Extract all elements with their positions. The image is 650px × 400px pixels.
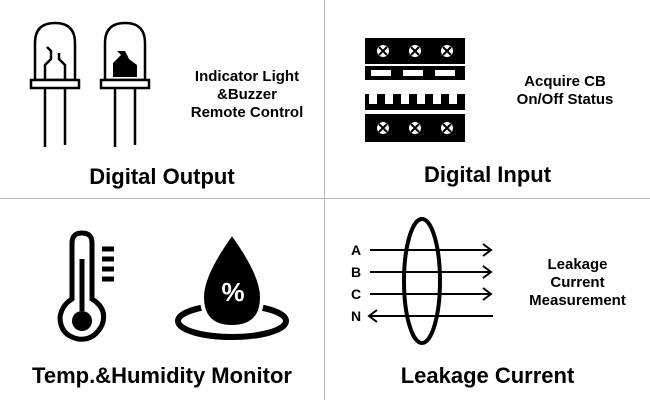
leakage-panel: A B C N Leakage Current Measurement Leak… (325, 199, 650, 400)
horizontal-divider (0, 198, 650, 199)
digital-output-title: Digital Output (89, 164, 235, 189)
vertical-divider (324, 0, 325, 400)
description-line: On/Off Status (516, 91, 614, 108)
digital-output-panel: Indicator Light &Buzzer Remote Control D… (0, 0, 324, 198)
temp-humidity-title: Temp.&Humidity Monitor (32, 363, 292, 388)
digital-output-description: Indicator Light &Buzzer Remote Control (172, 68, 322, 122)
description-line: Indicator Light (194, 68, 300, 85)
description-line: Measurement (529, 292, 626, 309)
humidity-drop-icon (175, 229, 289, 340)
description-line: Remote Control (190, 104, 304, 121)
leakage-title: Leakage Current (400, 363, 575, 388)
wire-label-c: C (351, 286, 362, 302)
thermometer-icon (57, 230, 114, 342)
digital-input-title: Digital Input (423, 162, 552, 187)
led-icon (29, 21, 151, 147)
description-line: Leakage (547, 256, 608, 273)
wire-label-b: B (351, 264, 362, 280)
wire-label-n: N (351, 308, 362, 324)
digital-input-panel: Acquire CB On/Off Status Digital Input (325, 0, 650, 198)
digital-input-description: Acquire CB On/Off Status (490, 73, 640, 109)
current-transformer-icon (367, 217, 493, 345)
description-line: Acquire CB (524, 73, 606, 90)
circuit-breaker-icon (365, 38, 465, 142)
leakage-description: Leakage Current Measurement (505, 256, 650, 310)
description-line: Current (550, 274, 605, 291)
wire-label-a: A (351, 242, 362, 258)
percent-symbol: % (221, 277, 245, 307)
description-line: &Buzzer (216, 86, 277, 103)
temp-humidity-panel: % Temp.&Humidity Monitor (0, 199, 324, 400)
